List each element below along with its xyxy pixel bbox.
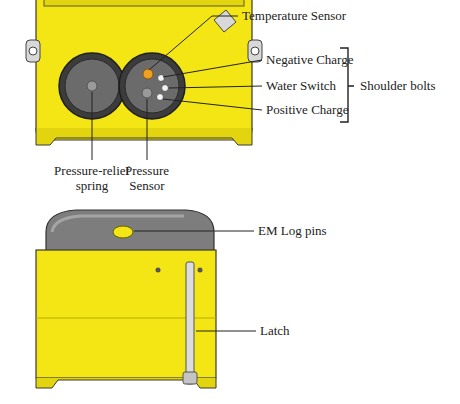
housing-side-view bbox=[36, 210, 216, 388]
part-label: Latch bbox=[260, 323, 290, 338]
part-label: Temperature Sensor bbox=[242, 8, 346, 23]
part-label: Pressure Sensor bbox=[112, 163, 182, 193]
pin-label: Positive Charge bbox=[266, 102, 348, 117]
pin-label: Negative Charge bbox=[266, 52, 353, 67]
group-label: Shoulder bolts bbox=[360, 78, 435, 93]
housing-top-view bbox=[26, 0, 262, 145]
pin-label: Water Switch bbox=[266, 78, 336, 93]
leader-lines bbox=[134, 231, 256, 331]
part-label: EM Log pins bbox=[258, 223, 327, 238]
leader-lines bbox=[92, 16, 262, 160]
